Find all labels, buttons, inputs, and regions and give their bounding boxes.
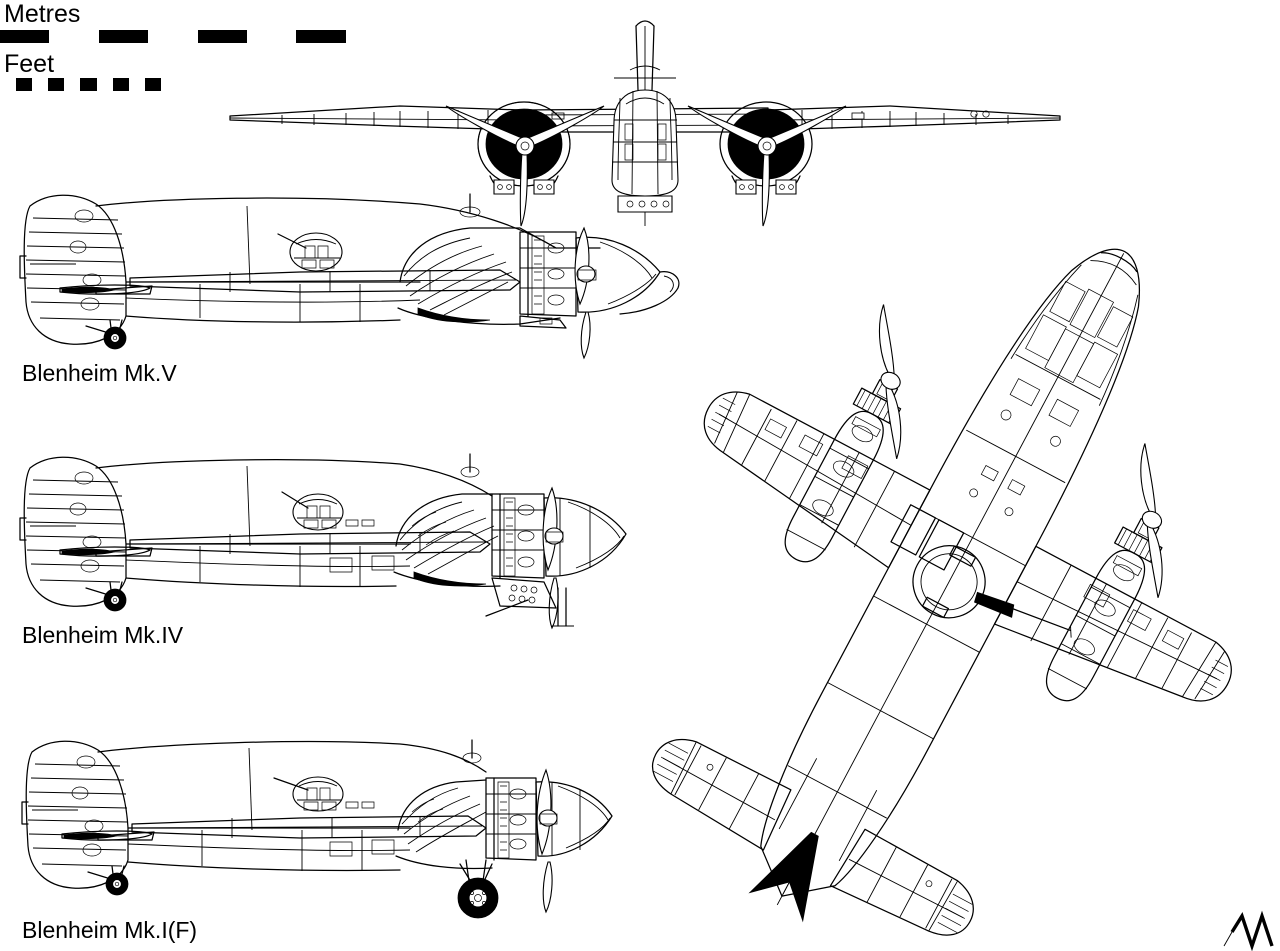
tail-fin-front bbox=[614, 20, 676, 91]
tailplane bbox=[59, 284, 153, 295]
scale-segment bbox=[246, 30, 297, 43]
scale-segment bbox=[96, 78, 113, 91]
scale-segment bbox=[80, 78, 97, 91]
tailwheel bbox=[85, 581, 127, 612]
dorsal-turret bbox=[281, 491, 375, 531]
plan-fin bbox=[748, 831, 819, 923]
scale-segment bbox=[112, 78, 129, 91]
side-view-mki-f bbox=[0, 728, 666, 919]
scale-segment bbox=[64, 78, 81, 91]
plan-nacelle-left bbox=[784, 304, 902, 563]
plan-view bbox=[650, 180, 1270, 950]
scale-segment bbox=[98, 30, 149, 43]
side-view-mkv bbox=[0, 186, 706, 366]
tailwheel bbox=[85, 319, 127, 350]
fuselage-mkiv bbox=[95, 459, 493, 588]
wing-side bbox=[131, 815, 487, 857]
scale-segment bbox=[128, 78, 145, 91]
plan-dorsal-turret bbox=[890, 504, 1072, 638]
scale-segment bbox=[32, 78, 49, 91]
front-view bbox=[222, 20, 1068, 227]
plan-wing-right bbox=[993, 443, 1232, 702]
scale-segment bbox=[148, 30, 198, 43]
scale-segment bbox=[48, 78, 65, 91]
scale-segment bbox=[16, 78, 33, 91]
propeller-left bbox=[445, 105, 605, 227]
main-landing-gear bbox=[457, 859, 499, 919]
scale-segment bbox=[296, 30, 346, 43]
view-label-mkiv: Blenheim Mk.IV bbox=[22, 622, 184, 648]
scale-bar-metres bbox=[0, 30, 346, 43]
plan-fuselage bbox=[760, 248, 1140, 897]
nose-mkv bbox=[397, 226, 680, 360]
dorsal-turret bbox=[277, 232, 343, 272]
scale-segment bbox=[197, 30, 247, 43]
scale-segment bbox=[0, 30, 50, 43]
scale-segment bbox=[144, 78, 161, 91]
plan-wing-left bbox=[703, 304, 931, 569]
view-label-mkv: Blenheim Mk.V bbox=[22, 360, 177, 386]
view-label-mki-f: Blenheim Mk.I(F) bbox=[22, 917, 198, 943]
nose-mkiv bbox=[393, 486, 627, 630]
tailwheel bbox=[87, 865, 129, 896]
artist-monogram bbox=[1222, 910, 1276, 951]
tail-fin bbox=[19, 456, 127, 607]
nose-mki-f bbox=[395, 768, 613, 914]
wing-side bbox=[129, 269, 521, 293]
plan-tailplane bbox=[651, 738, 974, 936]
tailplane bbox=[61, 830, 155, 841]
fuselage-mki bbox=[97, 740, 487, 872]
scale-label-metres: Metres bbox=[4, 0, 81, 28]
scale-bar-feet bbox=[0, 78, 161, 91]
side-view-mkiv bbox=[0, 448, 676, 664]
scale-segment bbox=[49, 30, 99, 43]
fuselage-front bbox=[611, 89, 679, 226]
scale-label-feet: Feet bbox=[4, 50, 55, 78]
propeller-right bbox=[687, 105, 847, 227]
tailplane bbox=[59, 546, 153, 557]
plan-nacelle-right bbox=[1045, 443, 1163, 702]
dorsal-turret bbox=[273, 776, 375, 812]
wing-side bbox=[129, 531, 491, 573]
scale-segment bbox=[0, 78, 17, 91]
